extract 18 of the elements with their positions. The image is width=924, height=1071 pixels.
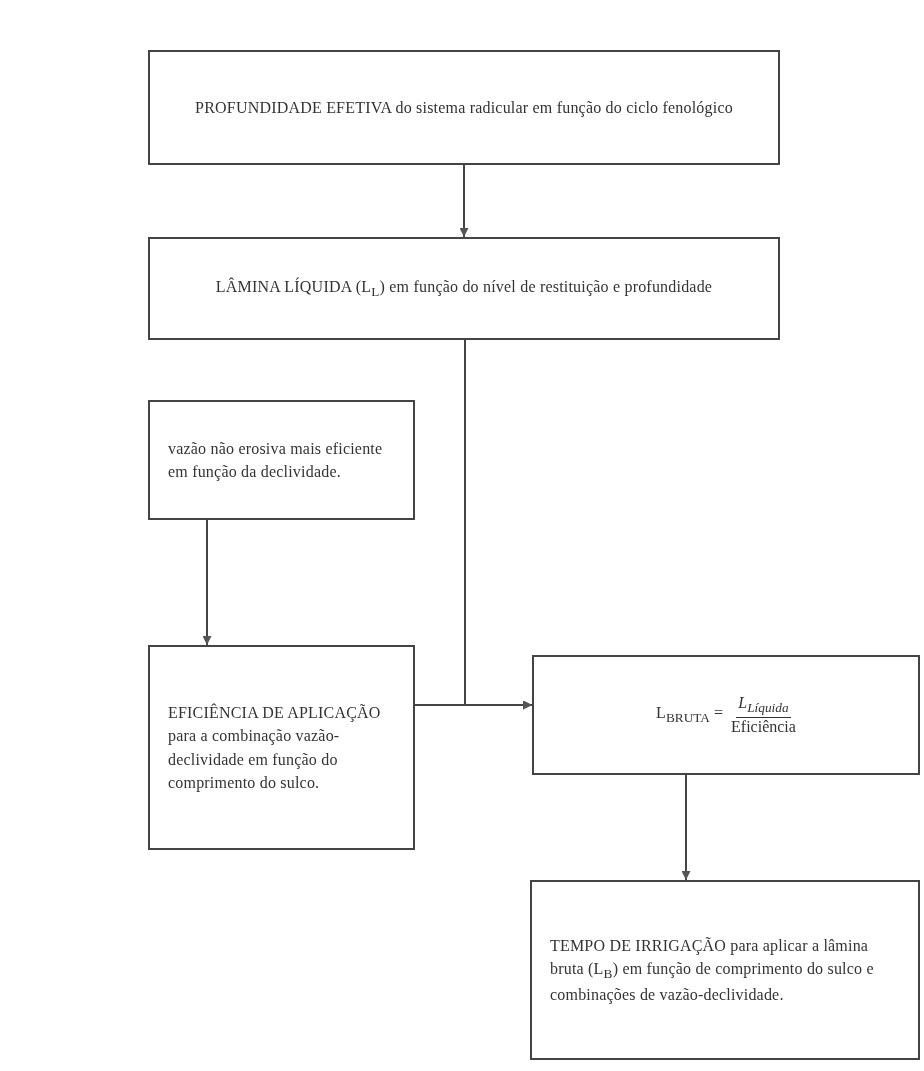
- arrow: [202, 519, 212, 646]
- formula-denominator: Eficiência: [731, 717, 796, 736]
- process-box: [148, 400, 415, 520]
- process-box: [148, 645, 415, 850]
- box-text: TEMPO DE IRRIGAÇÃO para aplicar a lâmina bruta (L$_{B}$) em função de comprimento do sulco e combinações de vazão-declividade.: [550, 935, 875, 1006]
- box-text: EFICIÊNCIA DE APLICAÇÃO para a combinação vazão-declividade em função do comprimento do sulco.: [168, 702, 382, 794]
- formula-numerator: L$_{Líquida}$: [736, 694, 791, 718]
- arrow: [414, 700, 533, 710]
- process-box: [148, 50, 780, 165]
- process-box: [148, 237, 780, 340]
- arrow: [681, 774, 691, 881]
- process-box: [532, 655, 920, 775]
- box-text: LÂMINA LÍQUIDA (L$_{L}$) em função do nível de restituição e profundidade: [214, 276, 714, 302]
- process-box: [530, 880, 920, 1060]
- box-text: vazão não erosiva mais eficiente em função da declividade.: [168, 438, 384, 483]
- box-text: PROFUNDIDADE EFETIVA do sistema radicular em função do ciclo fenológico: [194, 97, 734, 119]
- formula-text: L$_{BRUTA}$ =: [656, 703, 724, 727]
- arrow: [459, 164, 469, 238]
